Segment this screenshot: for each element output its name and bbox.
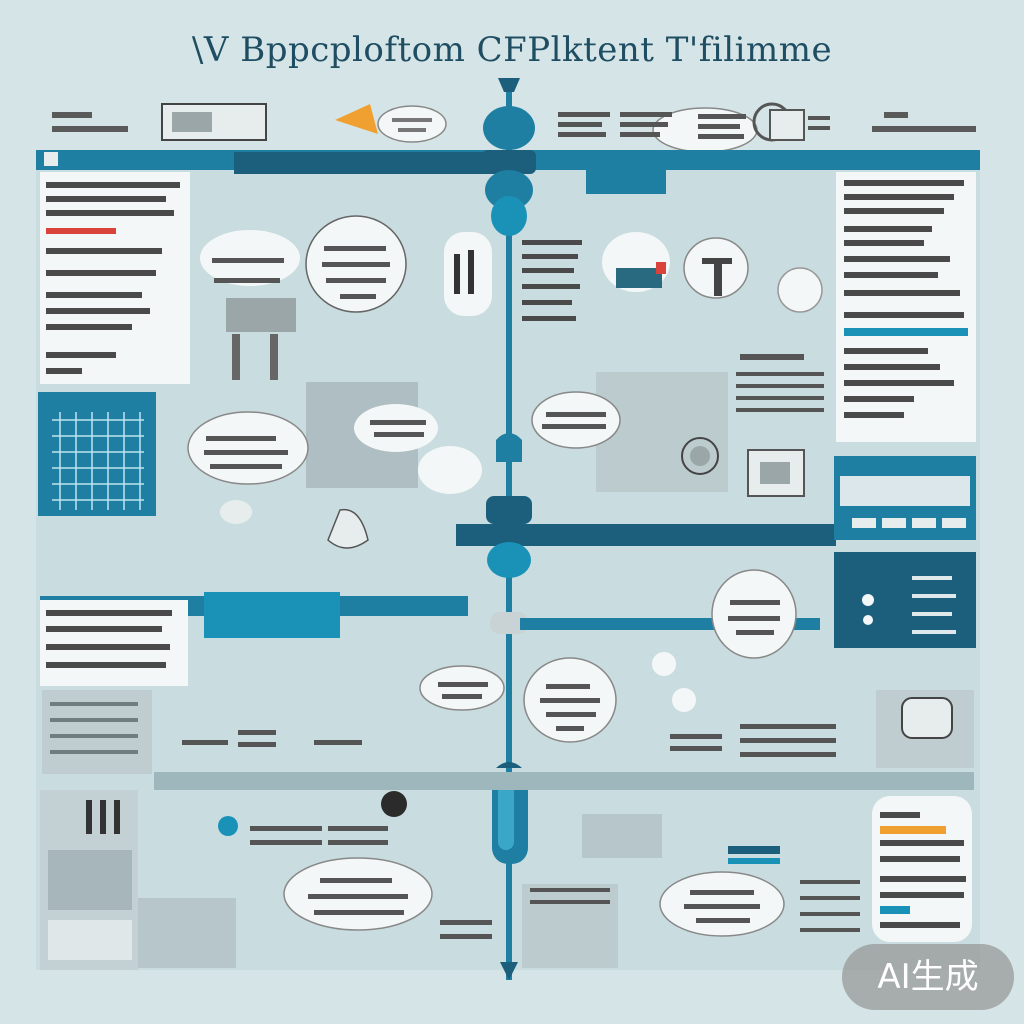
lower-band <box>154 772 974 790</box>
person-illustration <box>220 500 369 549</box>
gear-illustration-top-right <box>752 102 830 142</box>
lower-right-machine <box>876 690 974 768</box>
speech-bubble-bottom-left <box>283 857 433 931</box>
top-band-block <box>234 152 494 174</box>
teal-dot <box>218 816 238 836</box>
bottom-text-center-left <box>250 826 492 939</box>
timeline-end-marker <box>500 962 518 980</box>
left-text-panel-middle <box>40 600 188 686</box>
lower-left-machine <box>42 690 152 774</box>
top-band-badge <box>44 152 58 166</box>
ai-generated-badge: AI生成 <box>842 944 1014 1010</box>
bottom-left-machine <box>40 790 138 970</box>
small-circle-center <box>652 652 676 676</box>
speech-bubble-right-mid <box>711 569 797 659</box>
center-text-column-upper <box>522 240 582 321</box>
bottom-left-panel <box>138 898 236 968</box>
right-data-panel <box>834 552 976 648</box>
lower-text-labels <box>182 724 836 757</box>
small-circle-right <box>672 688 696 712</box>
bottom-right-text <box>800 880 860 932</box>
right-text-panel-top <box>836 172 976 442</box>
speech-bubble-left-mid <box>187 411 309 485</box>
right-dashboard-panel <box>834 456 976 540</box>
globe-illustration <box>681 437 719 475</box>
bottles-illustration <box>444 232 492 316</box>
speech-bubble-bottom-right <box>659 871 785 937</box>
dark-dot <box>381 791 407 817</box>
machine-illustration-top-left <box>161 103 378 141</box>
bottom-right-bars <box>728 846 780 864</box>
scene-left-upper <box>200 230 300 380</box>
poster-title: \V Bppcploftom CFPlktent T'filimme <box>191 30 833 70</box>
top-center-text-blocks <box>558 112 746 139</box>
speech-bubble-center-mid <box>354 391 621 494</box>
speech-bubble-lower-center <box>419 657 617 743</box>
speech-bubble-upper <box>305 215 407 313</box>
decorative-circle-right <box>777 267 823 313</box>
left-grid-panel <box>38 392 156 516</box>
machine-illustration-center <box>602 232 749 299</box>
top-left-label <box>52 112 128 132</box>
top-right-label <box>872 112 976 132</box>
middle-band-left-block <box>204 592 340 638</box>
right-text-panel-bottom <box>872 796 972 942</box>
timeline-node-2 <box>456 433 836 634</box>
top-band-block-right <box>586 170 666 194</box>
bottom-center-panel <box>522 814 662 968</box>
left-text-panel-top <box>40 172 190 384</box>
robot-illustration <box>747 449 805 497</box>
timeline-node-3 <box>492 762 528 864</box>
mid-text-block-right <box>736 354 824 412</box>
timeline-node-1 <box>482 78 536 236</box>
